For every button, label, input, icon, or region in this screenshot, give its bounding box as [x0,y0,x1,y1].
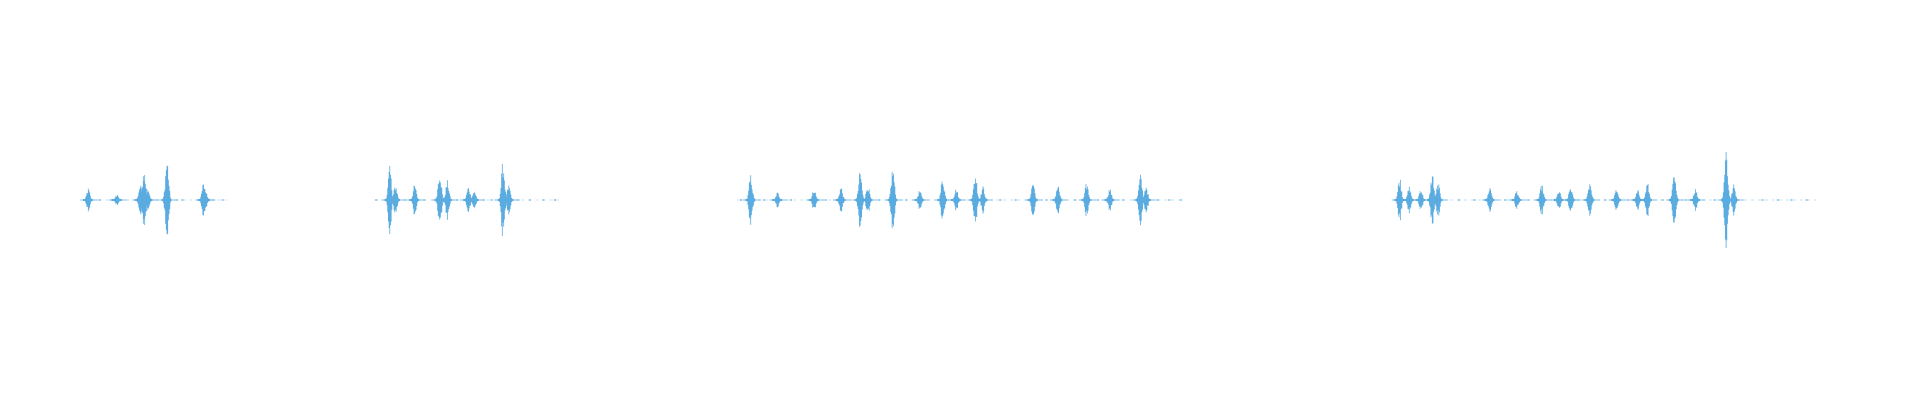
waveform-burst [1430,184,1449,216]
waveform-burst [833,188,851,212]
waveform-noise-dot [1179,199,1182,201]
waveform-noise-dot [999,199,1002,201]
waveform-noise-dot [878,199,881,201]
waveform-burst [1101,189,1120,211]
waveform-burst [1049,186,1068,214]
waveform-noise-dot [763,199,766,201]
waveform-noise-dot [1014,199,1017,201]
waveform-burst [139,189,158,211]
waveform-burst [1508,191,1527,209]
waveform-burst [406,185,425,215]
waveform-segment-1 [80,165,227,235]
waveform-noise-dot [824,199,827,201]
waveform-burst [1581,184,1600,216]
waveform-noise-dot [221,199,224,201]
waveform-burst [197,193,216,207]
waveform-noise-dot [553,199,556,201]
waveform-burst [1687,189,1706,211]
waveform-burst [1138,187,1157,213]
waveform-noise-dot [375,199,378,201]
waveform-noise-dot [1761,199,1764,201]
waveform-burst [109,195,128,205]
waveform-noise-dot [1122,199,1125,201]
waveform-burst [948,189,967,211]
waveform-noise-dot [1168,199,1171,201]
waveform-noise-dot [1156,199,1159,201]
waveform-noise-dot [1097,199,1100,201]
waveform-burst [387,187,406,213]
waveform-noise-dot [1627,199,1630,201]
waveform-burst [911,191,930,209]
waveform-noise-dot [181,199,184,201]
waveform-burst [1481,188,1500,212]
waveform-noise-dot [1473,199,1476,201]
waveform-segment-4 [1391,152,1817,248]
waveform-burst [439,180,458,220]
waveform-noise-dot [1604,199,1607,201]
waveform-noise-dot [905,199,908,201]
waveform-burst [859,189,878,211]
waveform-noise-dot [1776,199,1779,201]
waveform-noise-dot [1504,199,1507,201]
waveform-burst [1078,184,1097,216]
waveform-noise-dot [1684,199,1687,201]
waveform-burst [1639,184,1658,216]
waveform-noise-dot [542,199,545,201]
waveform-noise-dot [1790,199,1793,201]
waveform-burst [769,192,788,208]
waveform-burst [80,188,99,212]
waveform-burst [1025,184,1043,216]
waveform-noise-dot [528,199,531,201]
waveform-burst [1533,185,1552,215]
waveform-burst [742,175,761,225]
waveform-noise-dot [1805,199,1808,201]
waveform-noise-dot [790,199,792,201]
waveform-noise-dot [490,199,493,201]
waveform-burst [1562,189,1581,211]
waveform-burst [975,186,993,214]
waveform-burst [806,192,825,208]
waveform-burst [1666,177,1685,223]
waveform-burst [500,185,519,215]
waveform-noise-dot [1045,199,1048,201]
waveform-noise-dot [98,199,101,201]
waveform-burst [159,165,177,235]
waveform-burst [934,181,953,219]
waveform-noise-dot [1074,199,1077,201]
waveform-burst [1608,190,1627,210]
waveform-segment-3 [737,172,1185,228]
waveform-noise-dot [1527,199,1530,201]
waveform-burst [884,172,903,228]
waveform-noise-dot [1458,199,1461,201]
waveform-burst [1725,184,1744,216]
waveform-noise-dot [1713,199,1716,201]
waveform-segment-2 [374,164,559,236]
waveform-burst [466,192,485,208]
waveform-noise-dot [1661,199,1664,201]
waveform-noise-dot [740,199,743,201]
